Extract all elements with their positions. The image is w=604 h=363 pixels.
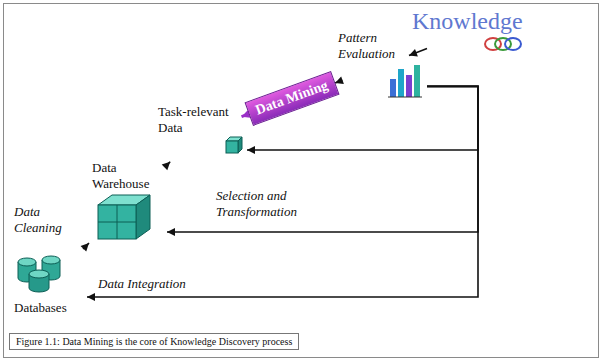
evaluation-node: Pattern Evaluation bbox=[338, 30, 424, 103]
arrow-head bbox=[335, 76, 344, 84]
cube-icon bbox=[92, 191, 164, 247]
know-icon bbox=[412, 34, 523, 58]
feedback-arrow bbox=[87, 86, 478, 297]
knowledge-node: Knowledge bbox=[412, 8, 523, 58]
edge-label: Selection and Transformation bbox=[214, 188, 318, 219]
node-label: Data Warehouse bbox=[92, 160, 164, 191]
arrow-head bbox=[409, 49, 418, 56]
node-label: Task-relevant Data bbox=[158, 104, 244, 135]
edge-label: Data Integration bbox=[96, 276, 210, 292]
small-icon bbox=[158, 135, 244, 159]
caption-text: Figure 1.1: Data Mining is the core of K… bbox=[16, 336, 292, 347]
warehouse-node: Data Warehouse bbox=[92, 160, 164, 247]
arrow-head bbox=[247, 146, 255, 154]
task-data-node: Task-relevant Data bbox=[158, 104, 244, 159]
chart-icon bbox=[338, 61, 424, 103]
arrow-head bbox=[87, 293, 95, 301]
arrow-head bbox=[167, 228, 175, 236]
edge-label: Data Cleaning bbox=[12, 204, 78, 235]
flow-arrow bbox=[409, 49, 427, 56]
node-label: Data Mining bbox=[253, 78, 330, 120]
arrow-head bbox=[81, 243, 89, 252]
mining-node: Data Mining bbox=[245, 71, 340, 126]
database-node: Databases bbox=[14, 252, 84, 315]
node-label: Knowledge bbox=[412, 8, 523, 34]
db-icon bbox=[14, 252, 84, 300]
node-label: Pattern Evaluation bbox=[338, 30, 424, 61]
arrow-head bbox=[162, 162, 171, 170]
figure-caption: Figure 1.1: Data Mining is the core of K… bbox=[9, 333, 299, 350]
node-label: Databases bbox=[14, 300, 84, 316]
